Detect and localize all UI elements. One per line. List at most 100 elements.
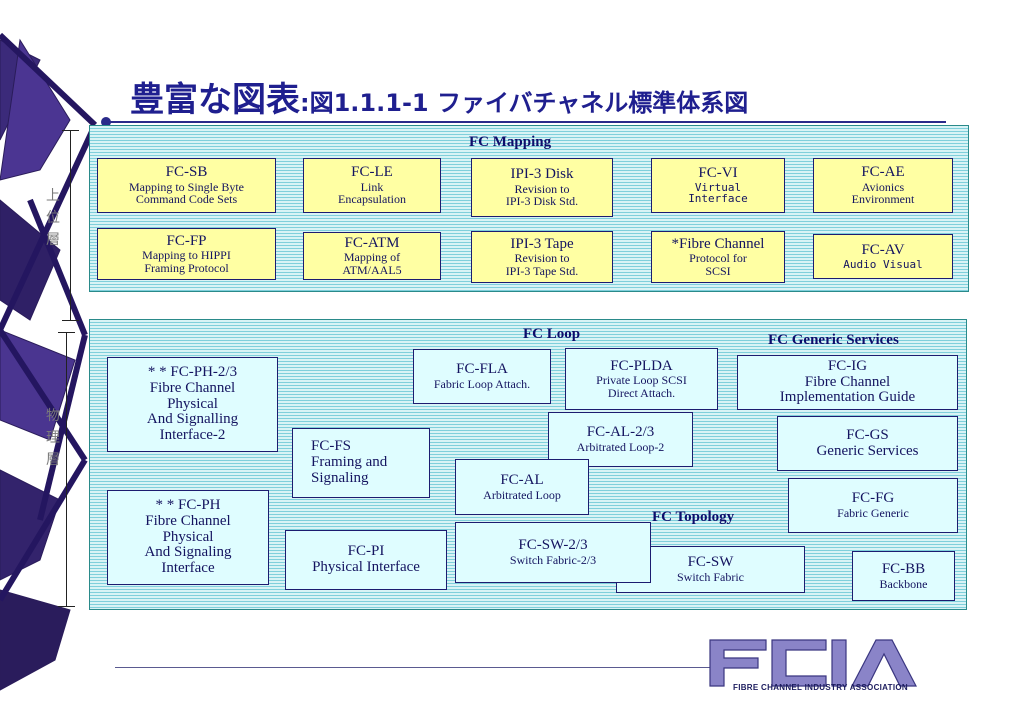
fc-gs-line-1: FC-GS <box>846 426 889 443</box>
fc-ph23-box: * * FC-PH-2/3 Fibre Channel Physical And… <box>107 357 278 452</box>
fc-topology-title: FC Topology <box>652 509 735 525</box>
fc-ph23-line-5: Interface-2 <box>159 427 226 444</box>
fc-sb-box: FC-SB Mapping to Single Byte Command Cod… <box>97 158 276 213</box>
fc-ae-name: FC-AE <box>861 164 905 181</box>
fc-le-box: FC-LE Link Encapsulation <box>303 158 441 213</box>
fc-fp-desc-1: Mapping to HIPPI <box>142 248 231 263</box>
upper-bracket <box>70 130 71 320</box>
fc-ph-line-5: Interface <box>161 560 215 577</box>
fc-av-desc-1: Audio Visual <box>843 257 923 271</box>
fc-al23-line-1: FC-AL-2/3 <box>586 424 655 441</box>
title-colon: : <box>300 89 310 117</box>
fc-fla-line-1: FC-FLA <box>456 361 508 378</box>
fc-generic-services-title: FC Generic Services <box>768 332 899 348</box>
fcp-scsi-desc-2: SCSI <box>705 263 731 278</box>
fc-fg-box: FC-FG Fabric Generic <box>788 478 958 533</box>
page-title: 豊富な図表:図1.1.1-1 ファイバチャネル標準体系図 <box>130 72 748 121</box>
lattice-decoration <box>0 32 98 691</box>
ipi3-tape-name: IPI-3 Tape <box>510 235 574 252</box>
fc-vi-box: FC-VI Virtual Interface <box>651 158 785 213</box>
fc-al-line-2: Arbitrated Loop <box>483 487 561 502</box>
fc-ig-box: FC-IG Fibre Channel Implementation Guide <box>737 355 958 410</box>
ipi3-disk-desc-1: Revision to <box>514 181 570 196</box>
fc-ae-desc-2: Environment <box>851 192 915 207</box>
upper-bracket-bottom <box>62 320 79 321</box>
title-main: 豊富な図表 <box>130 80 300 120</box>
fc-le-desc-2: Encapsulation <box>338 192 406 207</box>
ipi3-disk-desc-2: IPI-3 Disk Std. <box>505 194 579 209</box>
upper-bracket-top <box>62 130 79 131</box>
fc-al-line-1: FC-AL <box>500 471 544 488</box>
fc-vi-desc-2: Interface <box>688 192 748 206</box>
fc-gs-line-2: Generic Services <box>816 442 919 459</box>
fc-vi-name: FC-VI <box>698 165 738 182</box>
fc-ph23-line-1: * * FC-PH-2/3 <box>147 364 238 381</box>
fc-ph23-line-3: Physical <box>167 395 218 412</box>
fc-fs-line-2: Framing and <box>311 454 388 471</box>
ipi3-tape-desc-1: Revision to <box>514 251 570 266</box>
fc-plda-box: FC-PLDA Private Loop SCSI Direct Attach. <box>565 348 718 410</box>
fc-bb-box: FC-BB Backbone <box>852 551 955 601</box>
fc-ph23-line-4: And Signalling <box>146 411 239 428</box>
fc-sb-name: FC-SB <box>165 164 208 181</box>
fc-al23-line-2: Arbitrated Loop-2 <box>576 440 665 455</box>
fc-fp-name: FC-FP <box>166 232 207 249</box>
fc-ig-line-1: FC-IG <box>827 357 868 374</box>
fc-av-name: FC-AV <box>861 241 905 258</box>
title-bullet <box>101 117 111 127</box>
side-label-upper: 上 位 層 <box>46 188 88 248</box>
fc-atm-box: FC-ATM Mapping of ATM/AAL5 <box>303 232 441 280</box>
lower-bracket <box>66 332 67 606</box>
fc-atm-name: FC-ATM <box>344 234 400 251</box>
fc-plda-line-2: Private Loop SCSI <box>596 373 687 388</box>
fc-ae-desc-1: Avionics <box>861 179 905 194</box>
fc-pi-box: FC-PI Physical Interface <box>285 530 447 590</box>
fc-vi-desc-1: Virtual <box>694 180 742 194</box>
fc-sw-line-2: Switch Fabric <box>677 570 744 585</box>
fc-av-box: FC-AV Audio Visual <box>813 234 953 279</box>
fc-fg-line-1: FC-FG <box>851 490 895 507</box>
fc-sw23-box: FC-SW-2/3 Switch Fabric-2/3 <box>455 522 651 583</box>
fc-sw-line-1: FC-SW <box>687 554 734 571</box>
ipi3-tape-box: IPI-3 Tape Revision to IPI-3 Tape Std. <box>471 231 613 283</box>
side-label-lower: 物 理 層 <box>46 408 74 468</box>
fc-fp-desc-2: Framing Protocol <box>144 260 229 275</box>
fcp-scsi-box: *Fibre Channel Protocol for SCSI <box>651 231 785 283</box>
fc-fp-box: FC-FP Mapping to HIPPI Framing Protocol <box>97 228 276 280</box>
fc-fs-line-1: FC-FS <box>311 438 352 455</box>
fc-ph23-line-2: Fibre Channel <box>149 379 236 396</box>
fc-plda-line-1: FC-PLDA <box>610 357 673 374</box>
title-sub: 図1.1.1-1 ファイバチャネル標準体系図 <box>309 89 749 117</box>
fc-ae-box: FC-AE Avionics Environment <box>813 158 953 213</box>
fc-fs-box: FC-FS Framing and Signaling <box>292 428 430 498</box>
fcp-scsi-name: *Fibre Channel <box>671 235 765 252</box>
fc-ph-line-3: Physical <box>162 528 214 545</box>
fc-al23-box: FC-AL-2/3 Arbitrated Loop-2 <box>548 412 693 467</box>
footer-line <box>115 667 715 668</box>
fc-sb-desc-2: Command Code Sets <box>135 192 238 207</box>
fc-sw23-line-2: Switch Fabric-2/3 <box>509 553 597 568</box>
fc-ph-line-2: Fibre Channel <box>145 512 231 529</box>
fc-mapping-title: FC Mapping <box>469 134 552 150</box>
lower-bracket-top <box>58 332 75 333</box>
fc-fg-line-2: Fabric Generic <box>837 506 909 521</box>
fc-fs-line-3: Signaling <box>311 469 369 486</box>
ipi3-disk-name: IPI-3 Disk <box>510 166 574 183</box>
fcia-logo <box>709 639 917 687</box>
fc-ig-line-3: Implementation Guide <box>779 389 916 406</box>
fc-ph-line-4: And Signaling <box>144 544 232 561</box>
fc-atm-desc-2: ATM/AAL5 <box>342 262 402 277</box>
fc-gs-box: FC-GS Generic Services <box>777 416 958 471</box>
fc-le-desc-1: Link <box>360 179 384 194</box>
fc-ph-box: * * FC-PH Fibre Channel Physical And Sig… <box>107 490 269 585</box>
fc-bb-line-1: FC-BB <box>881 560 926 577</box>
fc-pi-line-2: Physical Interface <box>312 559 420 575</box>
title-underline <box>108 121 946 123</box>
fc-al-box: FC-AL Arbitrated Loop <box>455 459 589 515</box>
fcia-tagline: FIBRE CHANNEL INDUSTRY ASSOCIATION <box>733 683 908 692</box>
fcp-scsi-desc-1: Protocol for <box>689 251 747 266</box>
fc-sw23-line-1: FC-SW-2/3 <box>518 537 588 554</box>
fc-plda-line-3: Direct Attach. <box>607 385 676 400</box>
fc-ig-line-2: Fibre Channel <box>804 373 891 390</box>
fc-le-name: FC-LE <box>351 164 393 181</box>
